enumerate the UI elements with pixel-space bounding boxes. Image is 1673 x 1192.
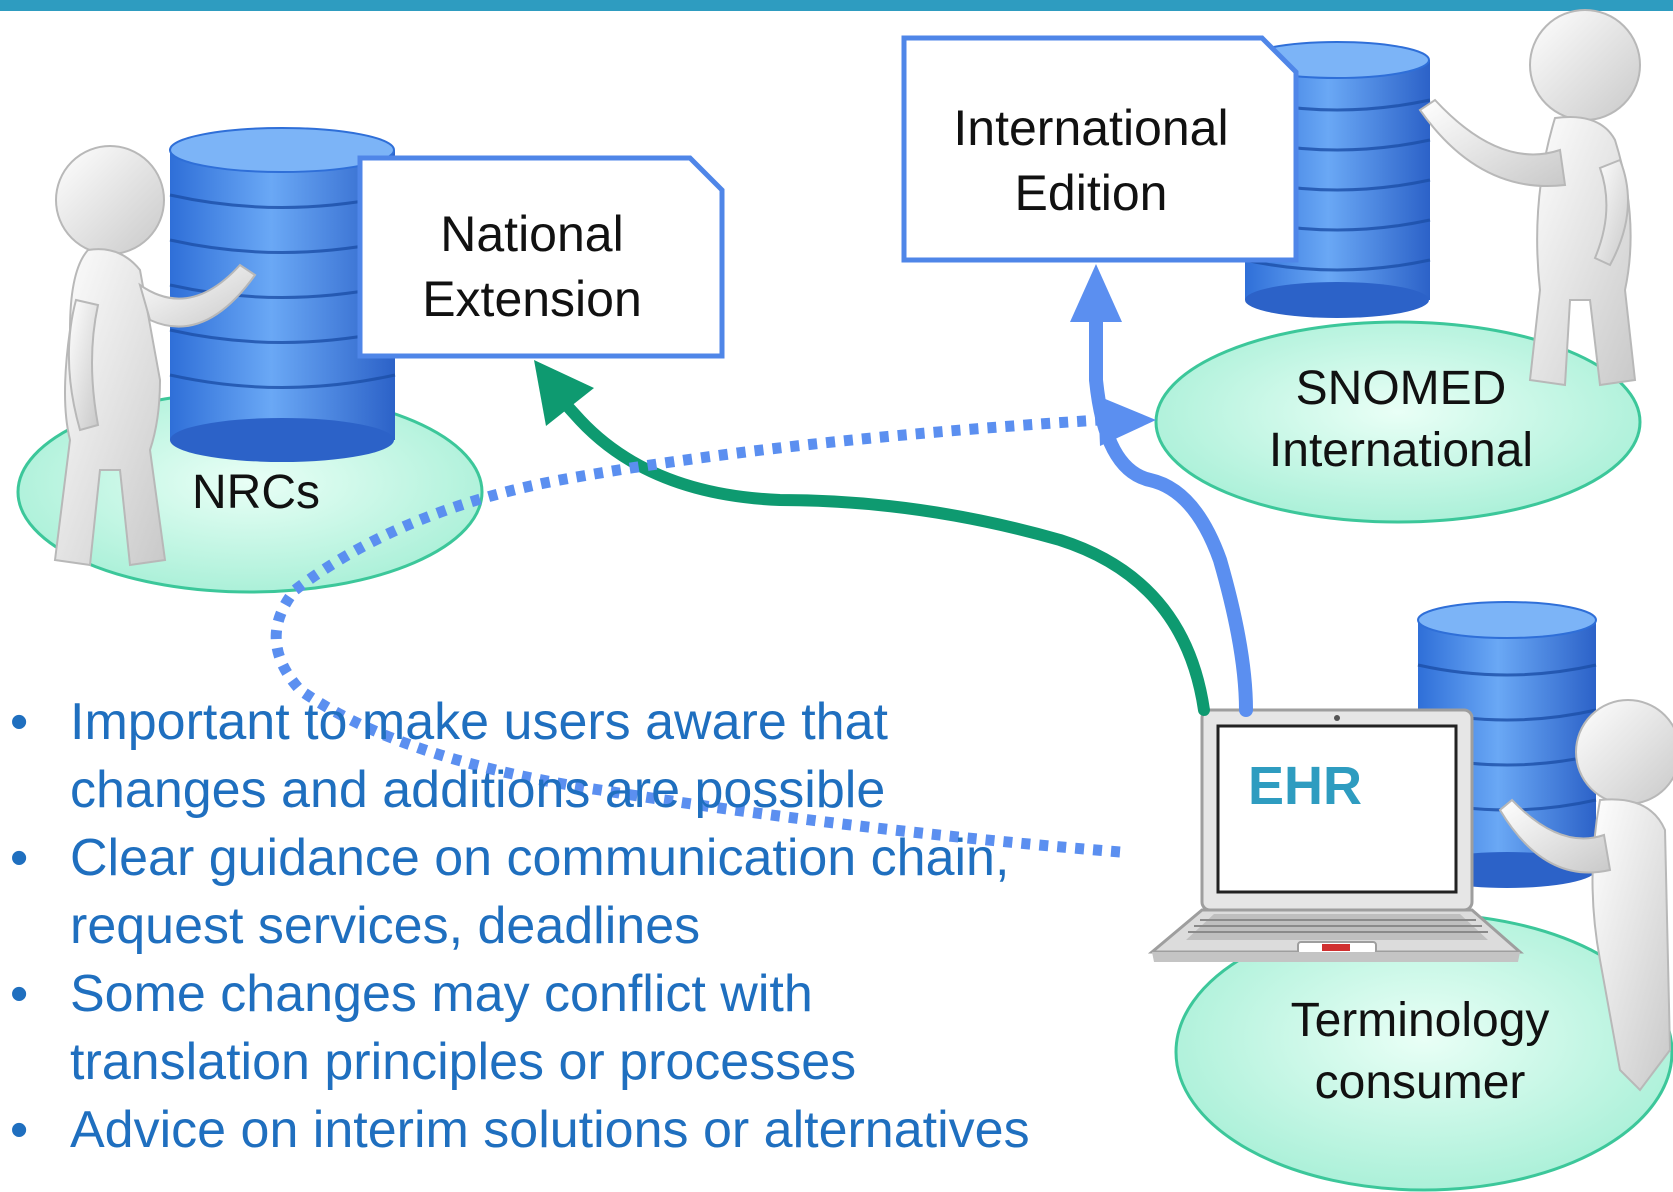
snomed-label: SNOMED International (1226, 358, 1576, 483)
arrow-head-national-extension (534, 360, 594, 426)
laptop-icon (1147, 708, 1524, 962)
dotted-arrow-head-snomed (1098, 396, 1156, 446)
international-edition-line-2: Edition (1014, 165, 1168, 221)
bullet-1-line-2: changes and additions are possible (70, 761, 886, 819)
bullet-item: • Important to make users aware that cha… (0, 688, 1140, 824)
bullet-4-line-1: Advice on interim solutions or alternati… (70, 1101, 1030, 1159)
nrcs-person-figure (53, 145, 257, 567)
national-extension-document (357, 155, 725, 359)
bullet-3-line-1: Some changes may conflict with (70, 965, 813, 1023)
bullet-3-line-2: translation principles or processes (70, 1033, 857, 1091)
snomed-line-2: International (1268, 424, 1534, 478)
snomed-platform (1154, 320, 1642, 524)
bullet-dot: • (10, 1101, 29, 1159)
international-edition-line-1: International (953, 100, 1229, 156)
national-extension-label: National Extension (382, 202, 682, 332)
bullet-2-line-2: request services, deadlines (70, 897, 701, 955)
nrcs-line: NRCs (192, 466, 320, 519)
bullet-item: • Some changes may conflict with transla… (0, 960, 1140, 1096)
arrow-ehr-to-national-extension (554, 392, 1210, 716)
arrow-ehr-to-international-edition (1089, 313, 1253, 717)
consumer-person-figure (1498, 699, 1673, 1092)
header-bar (0, 0, 1673, 11)
national-extension-line-1: National (440, 206, 624, 262)
bullet-dot: • (10, 693, 29, 751)
snomed-line-1: SNOMED (1295, 362, 1507, 415)
dotted-arrow-consumer-to-snomed (270, 414, 1121, 858)
bullet-2-line-1: Clear guidance on communication chain, (70, 829, 1010, 887)
consumer-line-2: consumer (1314, 1056, 1526, 1110)
bullet-item: • Clear guidance on communication chain,… (0, 824, 1140, 960)
bullet-1-line-1: Important to make users aware that (70, 693, 888, 751)
nrcs-label: NRCs (176, 462, 336, 524)
bullet-list: • Important to make users aware that cha… (0, 688, 1140, 1164)
ehr-screen-label: EHR (1248, 756, 1363, 816)
consumer-line-1: Terminology (1290, 994, 1550, 1047)
international-edition-document (901, 35, 1299, 263)
bullet-dot: • (10, 829, 29, 887)
snomed-person-figure (1418, 9, 1641, 387)
bullet-item: • Advice on interim solutions or alterna… (0, 1096, 1140, 1164)
bullet-dot: • (10, 965, 29, 1023)
international-edition-label: International Edition (916, 96, 1266, 226)
national-extension-line-2: Extension (422, 271, 642, 327)
consumer-label: Terminology consumer (1260, 990, 1580, 1115)
arrow-head-international-edition (1070, 264, 1122, 322)
